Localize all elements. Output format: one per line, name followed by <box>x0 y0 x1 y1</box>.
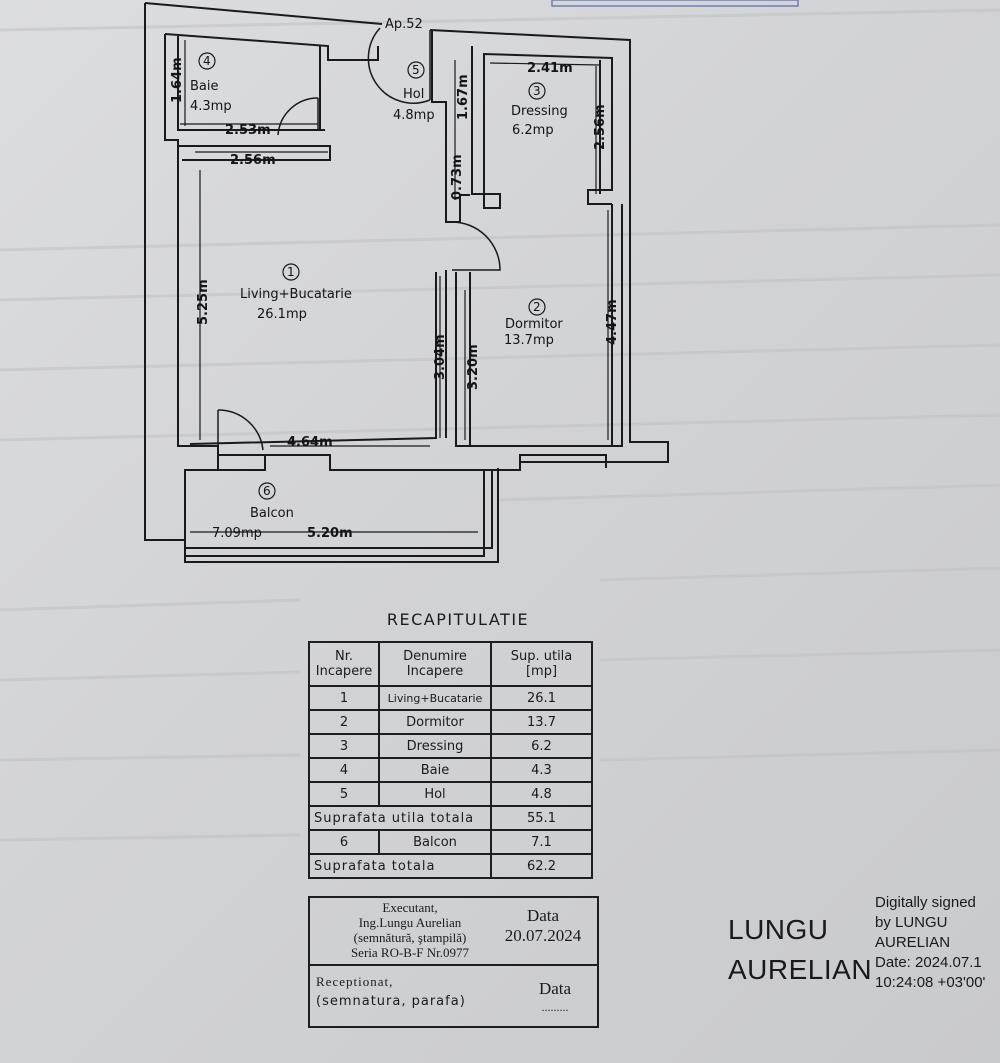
room-area: 4.3mp <box>190 99 232 114</box>
room-living: 1 Living+Bucatarie 26.1mp <box>240 263 352 322</box>
room-name: Dormitor <box>505 317 563 332</box>
total-label: Suprafata totala <box>308 853 492 879</box>
executor-series: Seria RO-B-F Nr.0977 <box>350 945 470 960</box>
recap-title: RECAPITULATIE <box>386 610 530 629</box>
dim-living-top: 2.56m <box>230 153 276 168</box>
room-area: 6.2mp <box>512 123 554 138</box>
total-row: Suprafata totala 62.2 <box>308 853 593 879</box>
room-number: 5 <box>412 63 420 77</box>
dim-dormitor-right: 4.47m <box>605 299 620 345</box>
dim-baie-height: 1.64m <box>170 57 185 103</box>
receiver-date-block: Data ......... <box>510 978 600 1014</box>
apartment-label: Ap.52 <box>385 17 423 32</box>
table-row: 4 Baie 4.3 <box>308 757 593 783</box>
dim-balcon-width: 5.20m <box>307 526 353 541</box>
dim-living-left: 5.25m <box>196 279 211 325</box>
row-nr: 2 <box>308 709 380 735</box>
table-row: 2 Dormitor 13.7 <box>308 709 593 735</box>
row-nr: 4 <box>308 757 380 783</box>
row-area: 13.7 <box>490 709 593 735</box>
executor-date-block: Data 20.07.2024 <box>488 906 598 946</box>
dim-living-bottom: 4.64m <box>287 435 333 450</box>
room-number: 1 <box>287 265 295 279</box>
header-area: Sup. utila[mp] <box>490 641 593 687</box>
row-nr: 1 <box>308 685 380 711</box>
room-area: 7.09mp <box>212 526 262 541</box>
room-name: Living+Bucatarie <box>240 287 352 302</box>
row-name: Dormitor <box>378 709 492 735</box>
subtotal-row: Suprafata utila totala 55.1 <box>308 805 593 831</box>
room-dormitor: 2 Dormitor 13.7mp <box>504 298 563 348</box>
room-number: 4 <box>203 54 211 68</box>
row-name: Dressing <box>378 733 492 759</box>
row-nr: 6 <box>308 829 380 855</box>
row-area: 6.2 <box>490 733 593 759</box>
table-row: 1 Living+Bucatarie 26.1 <box>308 685 593 711</box>
receiver-note: (semnatura, parafa) <box>316 994 466 1009</box>
row-area: 4.3 <box>490 757 593 783</box>
dim-hol-height: 1.67m <box>456 74 471 120</box>
row-name: Living+Bucatarie <box>378 685 492 711</box>
row-area: 26.1 <box>490 685 593 711</box>
room-name: Hol <box>403 87 424 102</box>
room-dressing: 3 Dressing 6.2mp <box>511 82 568 138</box>
room-name: Balcon <box>250 506 294 521</box>
row-nr: 3 <box>308 733 380 759</box>
subtotal-label: Suprafata utila totala <box>308 805 492 831</box>
signoff-divider <box>310 964 597 966</box>
floor-plan: Ap.52 4 Baie 4.3mp 5 Hol 4.8mp 3 Dressin… <box>144 2 669 563</box>
dim-dormitor-left: 3.20m <box>466 344 481 390</box>
row-name: Balcon <box>378 829 492 855</box>
row-area: 4.8 <box>490 781 593 807</box>
executor-note: (semnătură, ştampilă) <box>353 930 467 945</box>
table-row: 3 Dressing 6.2 <box>308 733 593 759</box>
table-row: 6 Balcon 7.1 <box>308 829 593 855</box>
executor-title: Executant, <box>382 900 438 915</box>
row-name: Baie <box>378 757 492 783</box>
dim-dressing-width: 2.41m <box>527 61 573 76</box>
receiver-block: Receptionat, (semnatura, parafa) <box>316 972 466 1012</box>
row-area: 7.1 <box>490 829 593 855</box>
date-label: Data <box>526 906 560 925</box>
room-name: Dressing <box>511 104 568 119</box>
dim-living-inner: 3.04m <box>433 334 448 380</box>
row-nr: 5 <box>308 781 380 807</box>
dim-dressing-height: 2.56m <box>593 104 608 150</box>
digital-signature-detail: Digitally signed by LUNGU AURELIAN Date:… <box>875 894 986 991</box>
room-baie: 4 Baie 4.3mp <box>190 52 232 114</box>
receiver-date-label: Data <box>538 979 572 998</box>
room-balcon: 6 Balcon 7.09mp <box>212 482 294 541</box>
digital-signature-name: LUNGU AURELIAN <box>728 914 873 985</box>
door-swings <box>217 27 501 451</box>
row-name: Hol <box>378 781 492 807</box>
subtotal-value: 55.1 <box>490 805 593 831</box>
date-value: 20.07.2024 <box>504 926 582 945</box>
room-name: Baie <box>190 79 219 94</box>
total-value: 62.2 <box>490 853 593 879</box>
dim-baie-width: 2.53m <box>225 123 271 138</box>
dimension-lines <box>180 40 609 533</box>
room-area: 4.8mp <box>393 108 435 123</box>
executor-block: Executant, Ing.Lungu Aurelian (semnătură… <box>320 900 500 960</box>
header-nr: Nr.Incapere <box>308 641 380 687</box>
walls <box>144 2 669 563</box>
table-row: 5 Hol 4.8 <box>308 781 593 807</box>
room-area: 13.7mp <box>504 333 554 348</box>
room-number: 2 <box>533 300 541 314</box>
room-area: 26.1mp <box>257 307 307 322</box>
receiver-date-value: ......... <box>541 1000 569 1014</box>
room-number: 3 <box>533 84 541 98</box>
executor-name: Ing.Lungu Aurelian <box>358 915 462 930</box>
dim-hol-gap: 0.73m <box>450 154 465 200</box>
room-hol: 5 Hol 4.8mp <box>393 61 435 123</box>
room-number: 6 <box>263 484 271 498</box>
signoff-box: Executant, Ing.Lungu Aurelian (semnătură… <box>308 896 599 1028</box>
receiver-title: Receptionat, <box>316 974 394 989</box>
